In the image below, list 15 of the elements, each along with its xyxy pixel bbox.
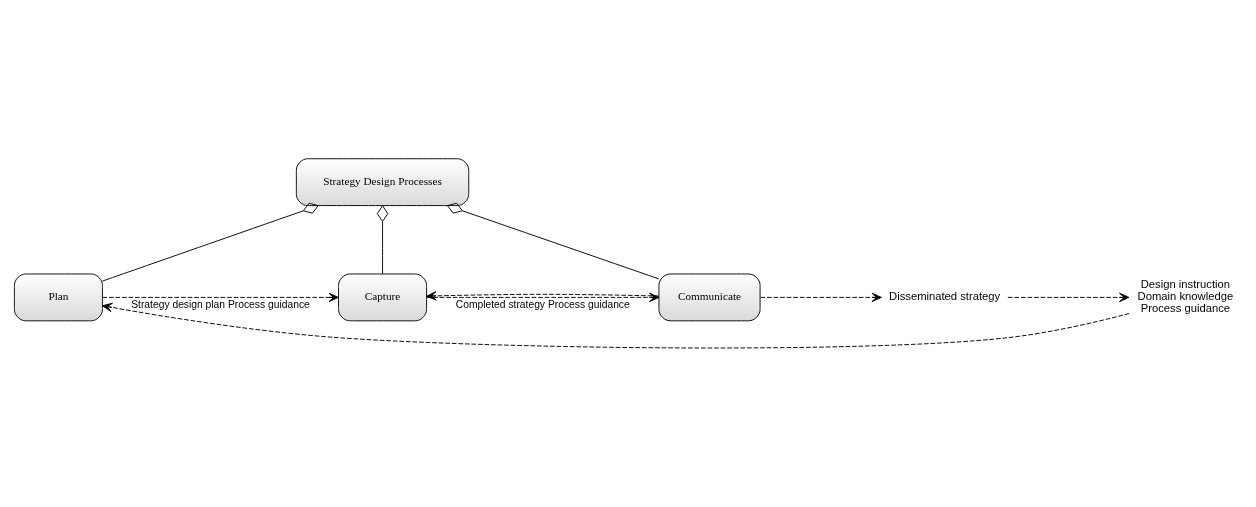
edge-label: Completed strategy Process guidance — [455, 299, 630, 311]
edge-label: Strategy design plan Process guidance — [131, 299, 310, 311]
connector — [102, 202, 319, 282]
node-text: Disseminated strategy — [889, 290, 1001, 303]
node-text: Design instruction Domain knowledge Process guidance — [1137, 278, 1234, 315]
arrow — [760, 292, 882, 303]
node-box: Capture — [338, 273, 428, 322]
connector — [376, 205, 389, 275]
arrow — [102, 292, 339, 303]
node-box: Communicate — [658, 273, 761, 322]
arrow — [102, 302, 1130, 349]
connector — [447, 202, 660, 280]
node-box: Strategy Design Processes — [295, 158, 470, 207]
node-box: Plan — [13, 273, 103, 322]
arrow — [1007, 292, 1130, 303]
